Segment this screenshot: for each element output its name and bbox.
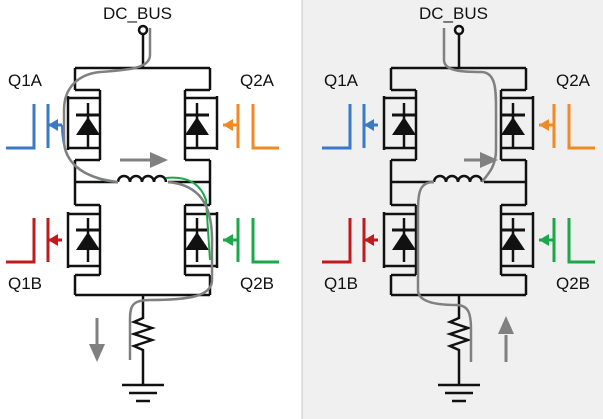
q1a-label: Q1A: [8, 71, 43, 90]
dc-bus-label: DC_BUS: [103, 4, 172, 23]
left-panel: DC_BUS Q1A Q2A Q1B Q2B: [6, 4, 279, 403]
q2b-label: Q2B: [240, 274, 274, 293]
q1a-label: Q1A: [324, 71, 359, 90]
q2a-mosfet-icon: [499, 88, 535, 162]
inductor-icon: [116, 174, 168, 183]
q2b-label: Q2B: [556, 274, 590, 293]
q1b-diode-icon: [74, 216, 102, 264]
q1b-gate-icon: [322, 218, 378, 264]
q1b-mosfet-icon: [382, 203, 418, 277]
q2a-label: Q2A: [240, 71, 275, 90]
inductor-icon: [432, 174, 484, 183]
q2b-diode-icon: [183, 216, 211, 264]
current-arrow-icon: [498, 316, 514, 362]
q1a-mosfet-icon: [66, 88, 102, 162]
q1a-gate-icon: [322, 104, 378, 150]
q2a-label: Q2A: [556, 71, 591, 90]
q1a-diode-icon: [74, 101, 102, 149]
right-panel: DC_BUS Q1A Q2A Q1B Q2B: [322, 4, 595, 403]
q2b-gate-icon: [539, 218, 595, 264]
q2b-mosfet-icon: [499, 203, 535, 277]
right-panel-background: [302, 0, 603, 419]
q2b-mosfet-icon: [183, 203, 219, 277]
q2a-gate-icon: [223, 104, 279, 150]
q1b-mosfet-icon: [66, 203, 102, 277]
q1b-gate-icon: [6, 218, 62, 264]
q1b-label: Q1B: [8, 274, 42, 293]
resistor-icon: [446, 312, 472, 356]
inductor-arrow-icon: [120, 152, 168, 168]
dc-bus-label: DC_BUS: [419, 4, 488, 23]
q2a-diode-icon: [183, 101, 211, 149]
current-arrow-icon: [89, 318, 105, 362]
q1a-mosfet-icon: [382, 88, 418, 162]
q1a-gate-icon: [6, 104, 62, 150]
q2a-gate-icon: [539, 104, 595, 150]
q2b-current-path: [165, 176, 211, 261]
current-path: [416, 28, 498, 362]
q2a-mosfet-icon: [183, 88, 219, 162]
q2b-gate-icon: [223, 218, 279, 264]
q1b-label: Q1B: [324, 274, 358, 293]
current-path: [62, 28, 214, 360]
inductor-arrow-icon: [464, 152, 498, 168]
resistor-icon: [130, 312, 156, 356]
